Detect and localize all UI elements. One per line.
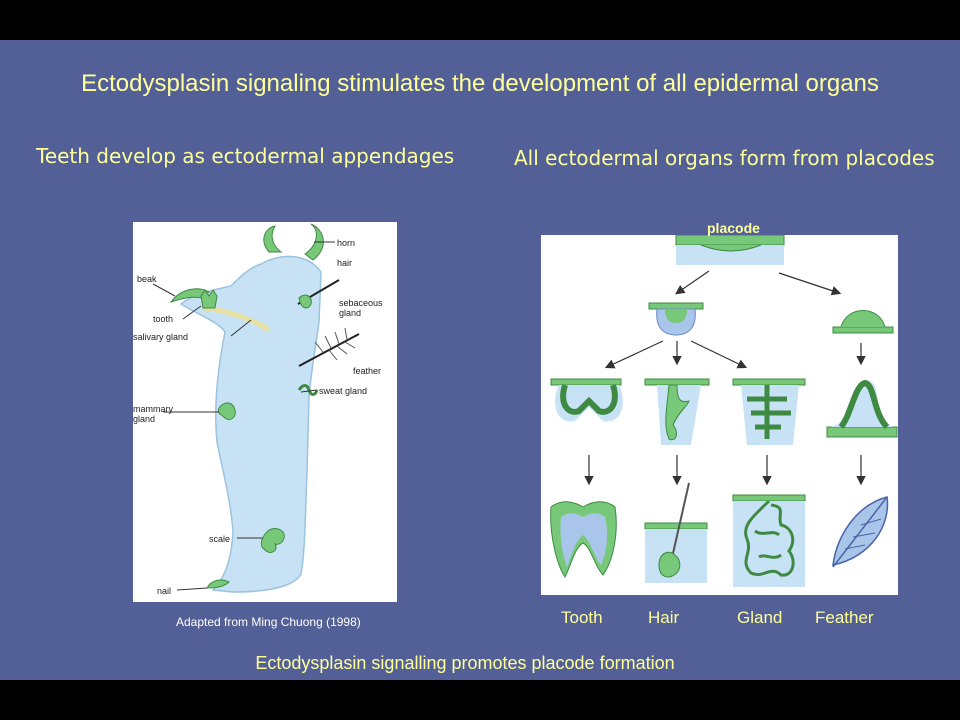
slide-title: Ectodysplasin signaling stimulates the d…	[81, 70, 879, 97]
organ-label-feather: Feather	[815, 608, 874, 627]
placode-band	[675, 234, 785, 246]
stage2-cup-band	[648, 302, 704, 310]
nail-shape	[206, 579, 230, 589]
label-nail: nail	[157, 586, 171, 596]
animal-drawing: horn hair beak sebaceous gland tooth sal…	[133, 223, 385, 596]
organ-label-gland: Gland	[737, 608, 783, 627]
label-horn: horn	[337, 238, 355, 248]
placode-tissue	[676, 245, 784, 265]
label-sebaceous-1: sebaceous	[339, 298, 383, 308]
tooth-shape	[200, 289, 218, 309]
salivary-streak	[202, 305, 271, 333]
sweat-gland-shape	[297, 384, 319, 396]
sebaceous-blob	[298, 294, 312, 309]
stage3-gland	[732, 378, 806, 445]
label-sebaceous-2: gland	[339, 308, 361, 318]
horn-right	[304, 223, 324, 261]
figure-credit: Adapted from Ming Chuong (1998)	[176, 615, 361, 629]
label-mammary-2: gland	[133, 414, 155, 424]
stage2-cup-inner	[665, 309, 687, 323]
stage4-tooth	[550, 501, 617, 578]
slide: Ectodysplasin signaling stimulates the d…	[0, 40, 960, 680]
mammary-shape	[218, 402, 236, 421]
label-mammary: mammary gland	[133, 404, 176, 424]
feather-branches	[314, 327, 356, 361]
stage3-hair	[644, 378, 710, 445]
placode-label: placode	[707, 220, 760, 236]
left-subtitle: Teeth develop as ectodermal appendages	[36, 144, 455, 168]
stage4-gland	[732, 494, 806, 587]
stage3-tooth	[550, 378, 623, 422]
label-scale: scale	[209, 534, 230, 544]
label-lines	[152, 241, 335, 591]
placode-diagram	[541, 234, 898, 595]
scale-shape	[260, 528, 285, 553]
stage4-hair	[644, 482, 708, 583]
slide-footer: Ectodysplasin signalling promotes placod…	[255, 653, 675, 673]
organ-label-tooth: Tooth	[561, 608, 603, 627]
arrows	[584, 270, 866, 486]
label-mammary-1: mammary	[133, 404, 173, 414]
right-subtitle: All ectodermal organs form from placodes	[514, 146, 935, 170]
label-sweat: sweat gland	[319, 386, 367, 396]
horn-left	[263, 225, 283, 253]
label-salivary: salivary gland	[133, 332, 188, 342]
organ-label-hair: Hair	[648, 608, 680, 627]
stage2-bump-top	[840, 310, 886, 328]
label-hair: hair	[337, 258, 352, 268]
label-tooth: tooth	[153, 314, 173, 324]
stage3-feather	[826, 379, 898, 438]
placode-drawing	[550, 234, 898, 587]
animal-body	[179, 255, 322, 593]
label-feather: feather	[353, 366, 381, 376]
label-beak: beak	[137, 274, 157, 284]
placode-bulge	[700, 244, 762, 252]
stage2-bump	[832, 326, 894, 334]
animal-diagram: horn hair beak sebaceous gland tooth sal…	[133, 222, 397, 602]
label-sebaceous: sebaceous gland	[339, 298, 385, 318]
stage4-feather	[832, 496, 889, 568]
